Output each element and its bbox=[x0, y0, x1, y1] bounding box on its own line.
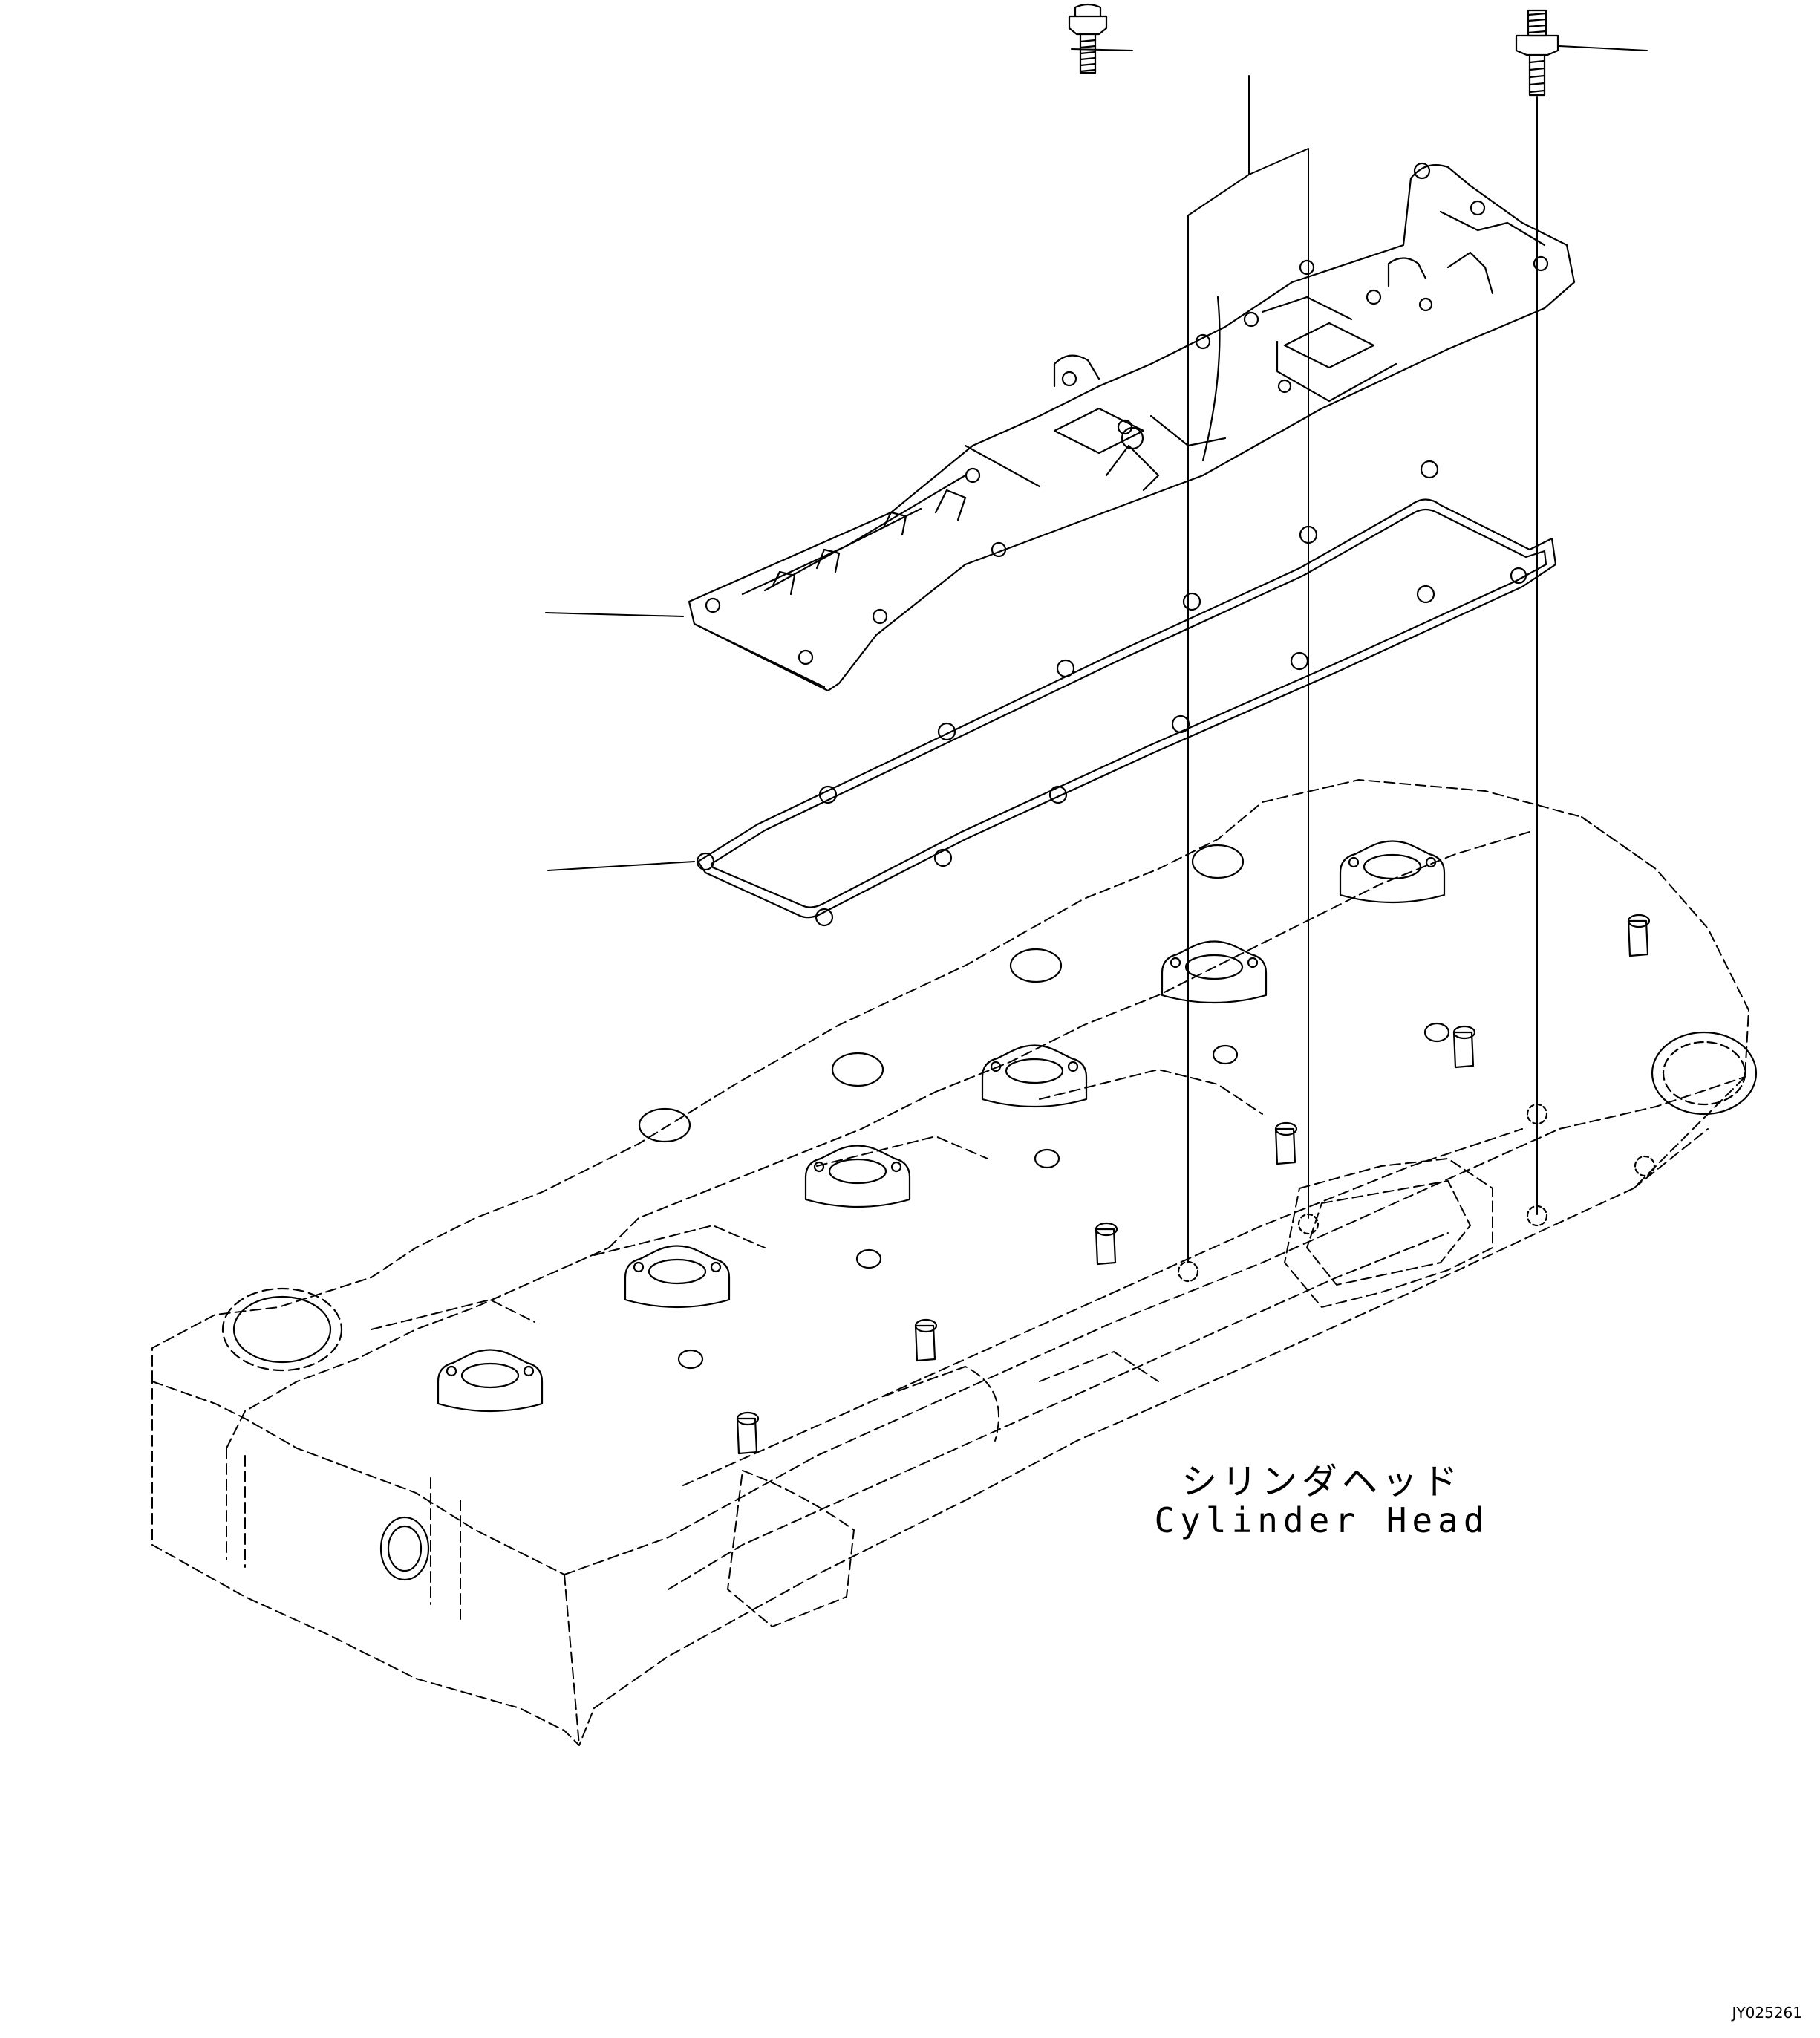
rocker-cover-plate bbox=[688, 164, 1576, 692]
flange-bolt-left bbox=[1068, 3, 1108, 74]
cylinder-head-bolt-holes bbox=[1177, 1103, 1656, 1283]
leader-lines bbox=[545, 45, 1648, 1263]
stud-bolt-right bbox=[1515, 9, 1559, 97]
cylinder-head-ports bbox=[221, 844, 1758, 1581]
part-label-jp: シリンダヘッド bbox=[1181, 1461, 1462, 1503]
gasket-holes bbox=[696, 460, 1527, 927]
rocker-cover-gasket bbox=[697, 498, 1557, 919]
part-label-en: Cylinder Head bbox=[1154, 1500, 1490, 1540]
cylinder-head bbox=[151, 779, 1749, 1746]
side-bolts bbox=[736, 914, 1651, 1455]
injector-clamps bbox=[437, 840, 1446, 1413]
drawing-id: JY025261 bbox=[1732, 2004, 1802, 2022]
rocker-cover-holes bbox=[705, 162, 1549, 665]
